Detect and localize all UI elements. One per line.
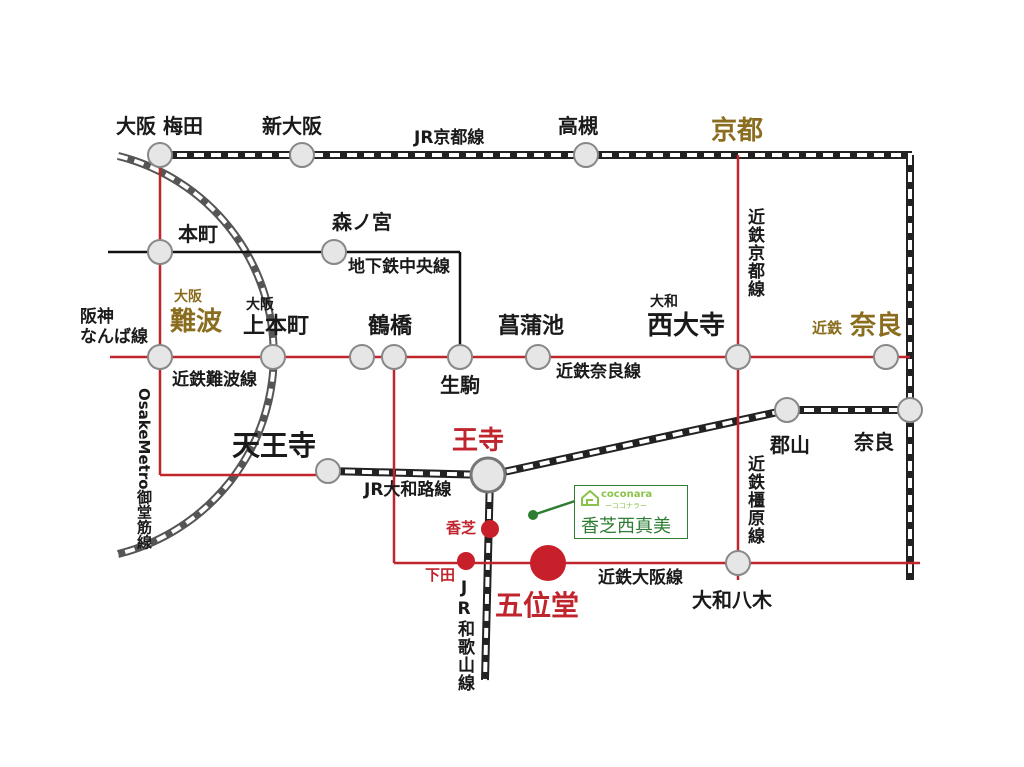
label-kintetsu-nara-line: 近鉄奈良線 (556, 362, 641, 382)
label-tsuruhashi: 鶴橋 (368, 314, 413, 339)
station-koriyama-marker (774, 397, 800, 423)
label-kashiba: 香芝 (446, 519, 477, 537)
house-logo-icon (581, 490, 599, 506)
label-tennoji: 天王寺 (232, 429, 317, 462)
station-osaka-umeda-marker (147, 142, 173, 168)
jr-wakayama-line (481, 474, 494, 681)
label-ayameike: 菖蒲池 (498, 314, 565, 339)
label-jr-kyoto-line: JR京都線 (414, 128, 485, 148)
label-jr-yamatoji-line: JR大和路線 (364, 480, 452, 500)
label-saidaiji-prefix: 大和 (650, 294, 678, 310)
station-ikoma-marker (447, 344, 473, 370)
label-namba-prefix: 大阪 (174, 289, 202, 305)
station-yamato-yagi-marker (725, 550, 751, 576)
label-morinomiya: 森ノ宮 (332, 210, 392, 234)
label-uehonmachi: 上本町 (243, 314, 310, 339)
station-morinomiya-marker (321, 239, 347, 265)
label-hanshin-namba-line: 阪神 なんば線 (80, 307, 148, 347)
label-kintetsu-kyoto-line: 近鉄京都線 (744, 208, 764, 298)
label-ikoma: 生駒 (440, 373, 480, 397)
label-kintetsu-namba-line: 近鉄難波線 (172, 370, 257, 390)
label-osaka-umeda: 大阪 梅田 (116, 114, 203, 138)
label-yamato-yagi: 大和八木 (692, 588, 772, 612)
label-jr-wakayama-line: JR和歌山線 (454, 578, 474, 692)
label-kintetsu-kashihara-line: 近鉄橿原線 (744, 455, 764, 545)
station-tennoji-marker (315, 458, 341, 484)
label-chuo-line: 地下鉄中央線 (348, 257, 450, 277)
station-uehonmachi-marker (260, 344, 286, 370)
property-pointer-line (532, 498, 579, 517)
brand-name-en: coconara (601, 489, 653, 500)
label-shimoda: 下田 (425, 566, 456, 584)
label-shin-osaka: 新大阪 (262, 114, 322, 138)
label-oji: 王寺 (452, 426, 505, 456)
stations (147, 142, 923, 576)
station-tsuruhashi-loop-marker (349, 344, 375, 370)
station-shimoda-marker (457, 552, 475, 570)
station-takatsuki-marker (573, 142, 599, 168)
label-saidaiji: 西大寺 (647, 311, 726, 341)
station-honmachi-marker (147, 239, 173, 265)
station-nara-marker (897, 397, 923, 423)
jr-kyoto-line (160, 151, 914, 580)
station-shin-osaka-marker (289, 142, 315, 168)
station-kintetsu-nara-marker (873, 344, 899, 370)
label-kyoto: 京都 (711, 116, 764, 146)
station-ayameike-marker (525, 344, 551, 370)
label-kintetsu-nara-prefix: 近鉄 (812, 319, 843, 337)
station-namba-marker (147, 344, 173, 370)
label-kintetsu-osaka-line: 近鉄大阪線 (598, 568, 683, 588)
station-saidaiji-marker (725, 344, 751, 370)
label-goido: 五位堂 (495, 589, 580, 622)
label-osaka-metro-midosuji-line: OsakeMetro御堂筋線 (135, 388, 153, 550)
property-pointer-dot (528, 510, 538, 520)
label-takatsuki: 高槻 (558, 114, 598, 138)
kintetsu-lines (110, 155, 920, 580)
label-namba: 難波 (170, 307, 223, 337)
label-uehonmachi-prefix: 大阪 (246, 297, 274, 313)
station-kashiba-marker (481, 520, 499, 538)
brand-ruby: ーココナラー (605, 502, 647, 510)
label-koriyama: 郡山 (770, 433, 810, 457)
label-kintetsu-nara: 奈良 (850, 311, 903, 341)
label-nara: 奈良 (854, 430, 894, 454)
label-honmachi: 本町 (178, 222, 218, 246)
jr-yamatoji-line (327, 406, 910, 479)
station-oji-marker (469, 456, 507, 494)
property-brand-box: coconara ーココナラー 香芝西真美 (574, 485, 688, 539)
station-tsuruhashi-marker (381, 344, 407, 370)
property-name: 香芝西真美 (581, 516, 671, 537)
station-goido-marker (530, 545, 566, 581)
